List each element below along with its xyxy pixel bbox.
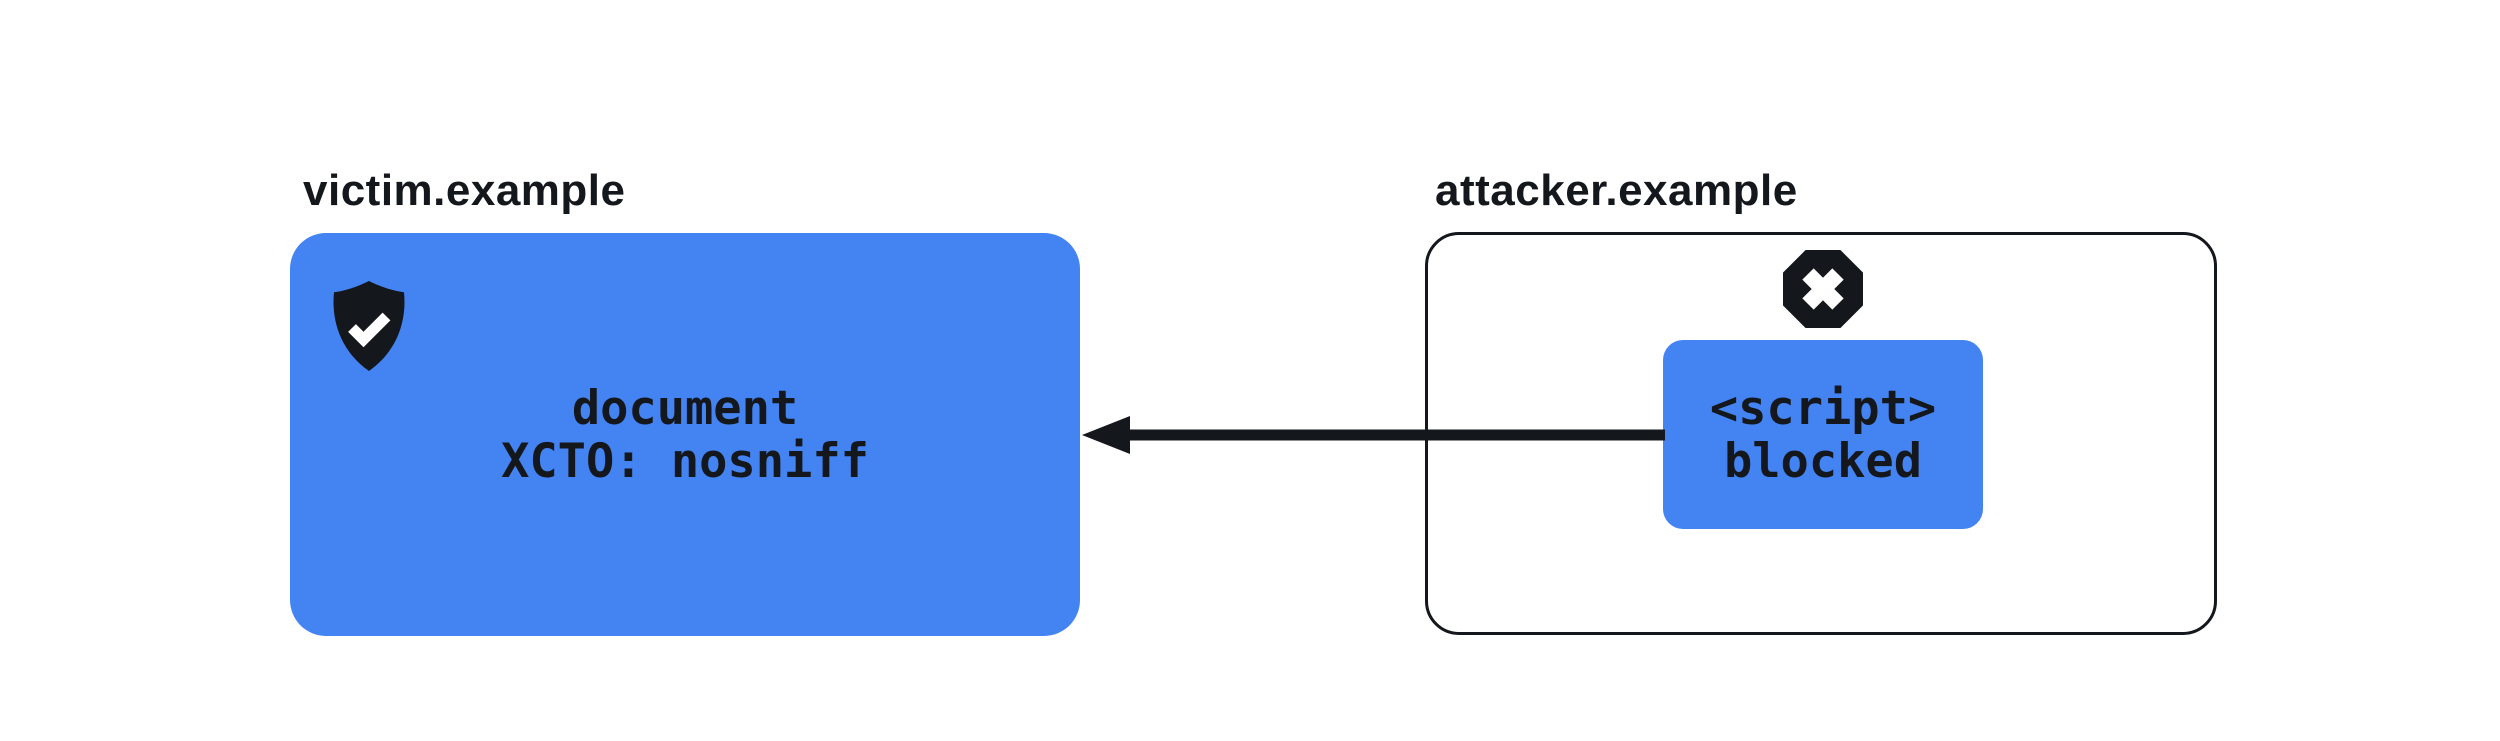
shield-check-icon	[330, 279, 408, 373]
victim-box-line-1: document	[571, 380, 799, 436]
script-blocked-box: <script> blocked	[1663, 340, 1983, 529]
victim-domain-label: victim.example	[303, 166, 626, 215]
arrow-script-to-document	[1082, 416, 1665, 454]
victim-box-line-2: XCTO: nosniff	[501, 433, 869, 489]
blocked-cross-octagon-icon	[1783, 250, 1863, 328]
victim-document-box: document XCTO: nosniff	[290, 233, 1080, 636]
attacker-origin-box: <script> blocked	[1425, 232, 2217, 635]
attacker-domain-label: attacker.example	[1435, 166, 1798, 215]
script-box-line-2: blocked	[1723, 433, 1923, 489]
script-box-line-1: <script>	[1709, 380, 1937, 436]
